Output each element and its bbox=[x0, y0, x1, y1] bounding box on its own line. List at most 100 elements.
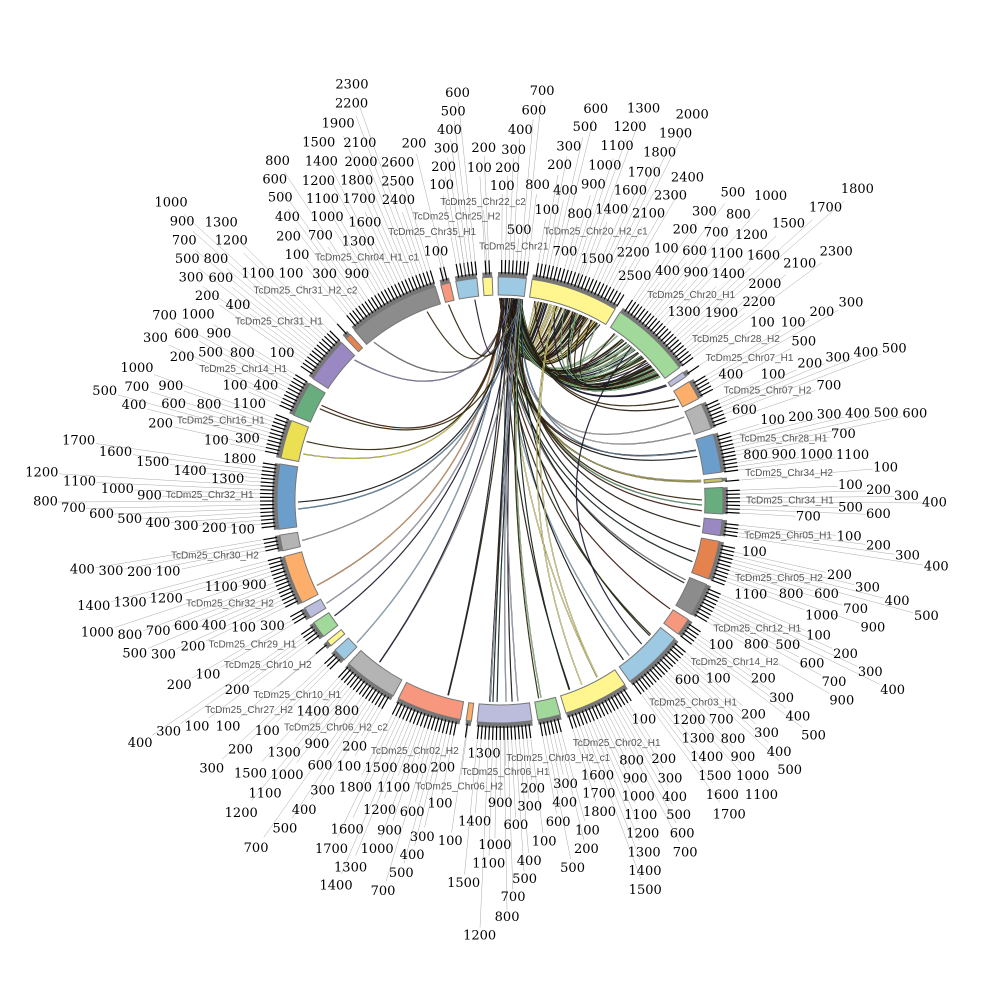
label-leader-line bbox=[58, 473, 261, 487]
sector-axis-band bbox=[721, 477, 728, 482]
tick-label: 200 bbox=[202, 521, 227, 536]
tick-label: 100 bbox=[285, 248, 310, 263]
tick-label: 300 bbox=[501, 143, 526, 158]
sector-TcDm25_Chr20_H1 bbox=[609, 299, 694, 379]
sector-block bbox=[326, 628, 346, 647]
tick-mark bbox=[404, 279, 412, 293]
tick-mark bbox=[665, 336, 677, 347]
tick-label: 300 bbox=[99, 564, 124, 579]
tick-mark bbox=[719, 443, 734, 448]
tick-mark bbox=[542, 264, 547, 279]
sector-block bbox=[704, 486, 724, 515]
sector-axis-band bbox=[629, 638, 679, 686]
label-leader-line bbox=[582, 120, 640, 275]
tick-label: 300 bbox=[156, 724, 181, 739]
sector-TcDm25_Chr28_H1 bbox=[695, 432, 739, 476]
label-leader-line bbox=[659, 208, 760, 322]
tick-mark bbox=[416, 711, 423, 726]
tick-label: 1000 bbox=[754, 189, 787, 204]
label-leader-line bbox=[572, 728, 597, 802]
sector-label: TcDm25_Chr32_H1 bbox=[166, 490, 254, 501]
tick-label: 1100 bbox=[63, 474, 96, 489]
link-TcDm25_Chr21-TcDm25_Chr07_H1 bbox=[518, 298, 676, 407]
tick-label: 800 bbox=[744, 638, 769, 653]
label-leader-line bbox=[464, 738, 478, 875]
tick-mark bbox=[270, 567, 285, 573]
tick-label: 300 bbox=[143, 331, 168, 346]
sector-TcDm25_Chr34_H1 bbox=[704, 486, 740, 515]
tick-mark bbox=[672, 645, 684, 656]
label-leader-line bbox=[111, 560, 268, 602]
tick-label: 100 bbox=[838, 478, 863, 493]
link-TcDm25_Chr21-TcDm25_Chr10_H2 bbox=[334, 298, 508, 617]
tick-mark bbox=[704, 594, 718, 602]
tick-mark bbox=[415, 275, 422, 289]
tick-label: 300 bbox=[858, 665, 883, 680]
label-leader-line bbox=[546, 735, 571, 860]
tick-mark bbox=[717, 435, 732, 441]
label-leader-line bbox=[282, 190, 363, 304]
tick-label: 600 bbox=[675, 673, 700, 688]
tick-mark bbox=[368, 688, 377, 702]
sector-axis-band bbox=[331, 650, 345, 664]
tick-label: 300 bbox=[174, 519, 199, 534]
tick-label: 1500 bbox=[629, 883, 662, 898]
sector-axis-band bbox=[351, 281, 436, 331]
tick-label: 700 bbox=[501, 890, 526, 905]
tick-label: 200 bbox=[833, 647, 858, 662]
label-leader-line bbox=[334, 230, 375, 296]
label-leader-line bbox=[479, 739, 490, 928]
link-TcDm25_Chr21-TcDm25_Chr02_H2 bbox=[447, 298, 507, 696]
tick-mark bbox=[261, 525, 276, 529]
tick-label: 700 bbox=[308, 229, 333, 244]
label-leader-line bbox=[277, 646, 326, 687]
label-leader-line bbox=[223, 359, 287, 392]
sector-block bbox=[673, 380, 700, 408]
label-leader-line bbox=[739, 509, 866, 515]
tick-mark bbox=[649, 320, 661, 332]
label-leader-line bbox=[450, 139, 468, 263]
tick-mark bbox=[719, 551, 734, 557]
label-leader-line bbox=[451, 737, 466, 833]
link-TcDm25_Chr21-TcDm25_Chr12_H1 bbox=[507, 298, 685, 584]
tick-mark bbox=[636, 308, 646, 321]
sector-block bbox=[345, 333, 364, 353]
label-leader-line bbox=[337, 716, 396, 837]
tick-label: 1200 bbox=[25, 465, 58, 480]
tick-label: 1900 bbox=[705, 306, 738, 321]
tick-label: 100 bbox=[706, 672, 731, 687]
tick-label: 400 bbox=[254, 378, 279, 393]
sector-block bbox=[559, 669, 626, 714]
label-leader-line bbox=[641, 282, 660, 307]
sector-label: TcDm25_Chr20_H1 bbox=[647, 290, 735, 301]
tick-label: 1600 bbox=[99, 445, 132, 460]
label-leader-line bbox=[618, 708, 673, 805]
tick-label: 1200 bbox=[463, 928, 496, 943]
tick-mark bbox=[708, 406, 722, 413]
tick-label: 1300 bbox=[468, 747, 501, 762]
tick-label: 500 bbox=[175, 252, 200, 267]
label-leader-line bbox=[233, 234, 330, 331]
tick-label: 900 bbox=[581, 177, 606, 192]
label-leader-line bbox=[386, 719, 403, 757]
tick-label: 200 bbox=[225, 683, 250, 698]
label-leader-line bbox=[291, 700, 369, 819]
sector-block bbox=[304, 598, 327, 619]
label-leader-line bbox=[522, 738, 530, 799]
tick-label: 2300 bbox=[654, 188, 687, 203]
label-leader-line bbox=[734, 551, 827, 573]
label-leader-line bbox=[656, 283, 688, 319]
sector-TcDm25_Chr20_H2_c1 bbox=[529, 262, 625, 326]
label-leader-line bbox=[195, 249, 315, 348]
tick-label: 500 bbox=[801, 728, 826, 743]
link-TcDm25_Chr20_H2_c1-TcDm25_Chr20_H1 bbox=[566, 312, 623, 376]
tick-label: 700 bbox=[796, 509, 821, 524]
tick-label: 2500 bbox=[381, 174, 414, 189]
tick-mark bbox=[280, 401, 295, 408]
tick-label: 400 bbox=[517, 854, 542, 869]
tick-mark bbox=[311, 350, 324, 360]
label-leaders-layer bbox=[58, 96, 924, 928]
label-leader-line bbox=[180, 637, 304, 724]
tick-mark bbox=[412, 710, 419, 724]
tick-mark bbox=[262, 462, 277, 466]
